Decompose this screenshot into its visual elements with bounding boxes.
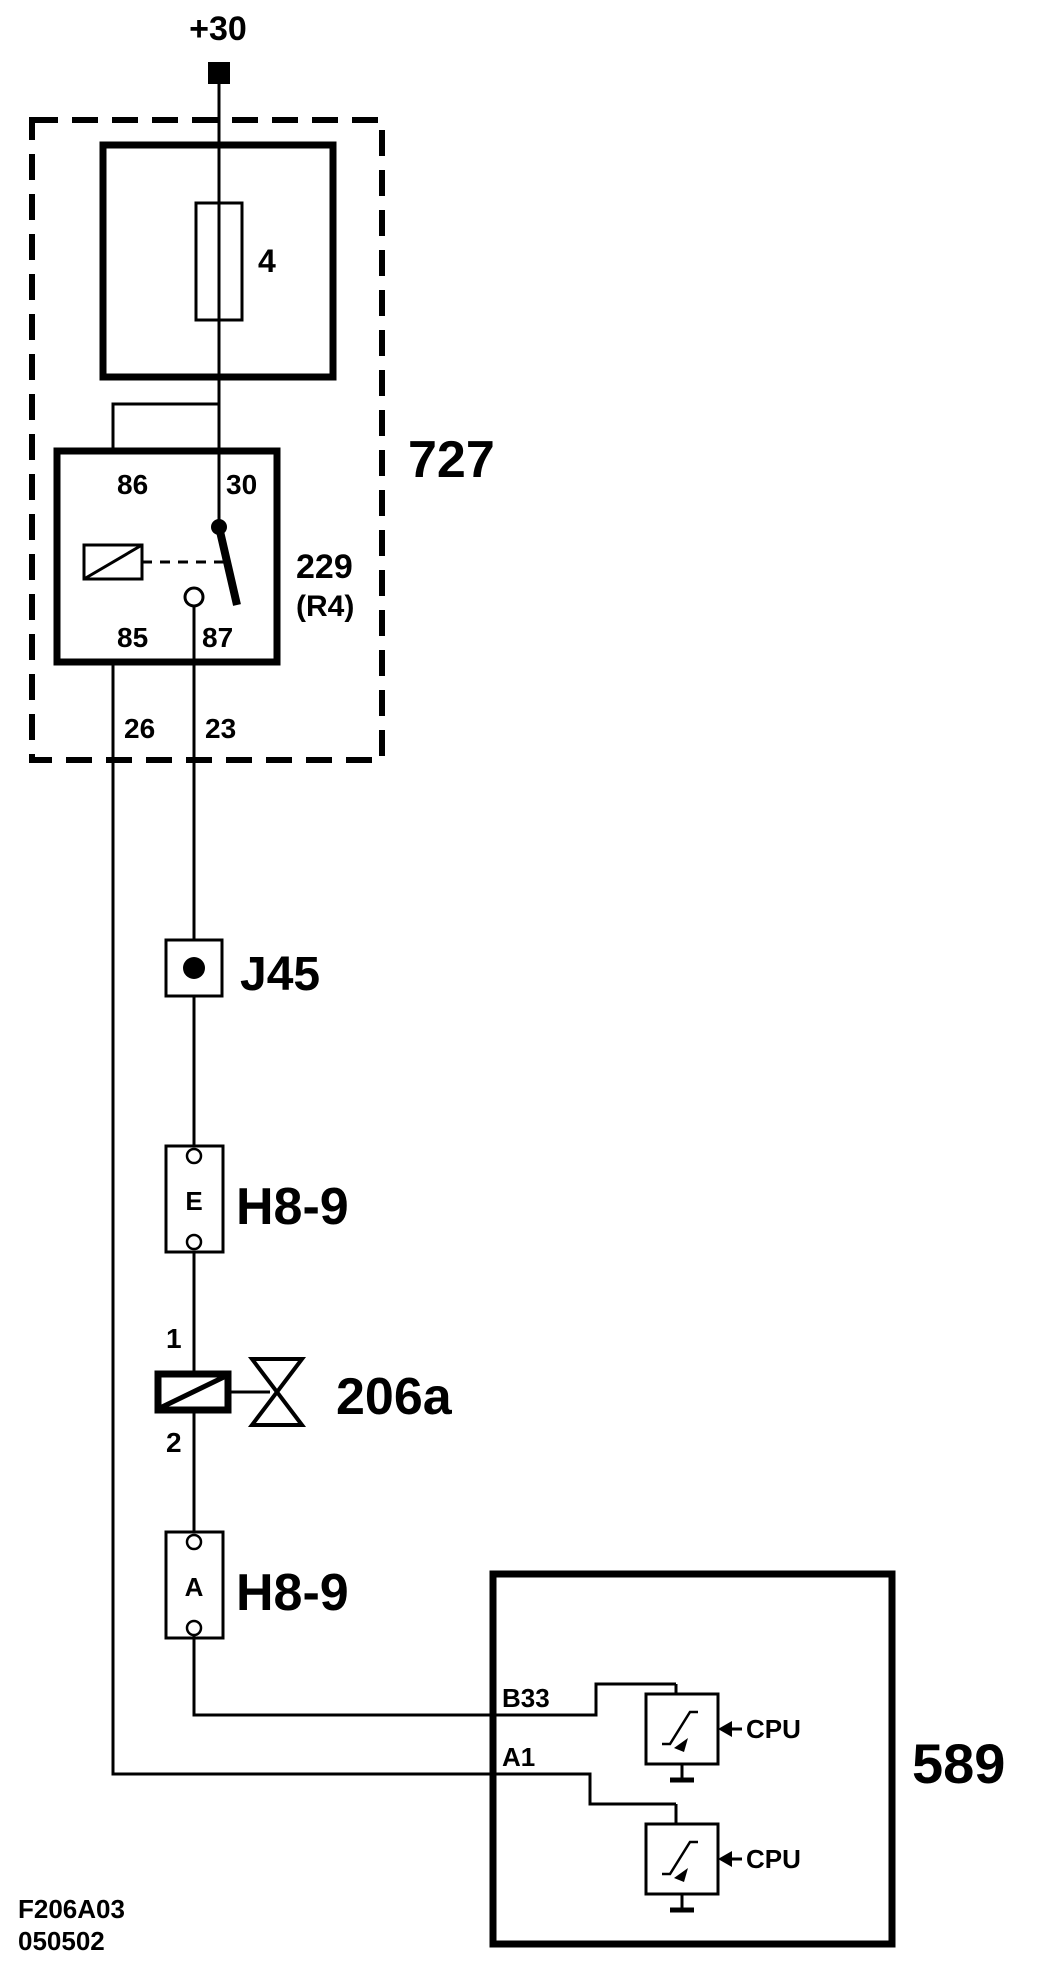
connector-a-letter: A [185,1572,204,1602]
relay-229-box [53,447,281,666]
relay-pin-86: 86 [117,469,148,500]
connector-a-pin-bottom [185,1619,203,1637]
control-unit-589 [489,1570,896,1948]
connector-e-pin-bottom [185,1233,203,1251]
driver-lower-arrow [674,1868,688,1882]
control-unit-label: 589 [912,1732,1005,1795]
connector-e-pin-top [185,1147,203,1165]
relay-sublabel: (R4) [296,590,354,623]
splice-j45-label: J45 [240,948,320,1001]
driver-lower [644,1822,720,1896]
connector-a-label: H8-9 [236,1564,349,1622]
driver-upper-arrow [674,1738,688,1752]
valve-symbol [247,1357,307,1427]
wire-86-feed [111,402,219,452]
driver-lower-symbol [662,1840,698,1876]
footer-code: F206A03 [18,1894,125,1924]
control-unit-pin-a1: A1 [502,1742,535,1772]
driver-lower-cpu-arrow [718,1851,732,1867]
connector-a-pin-top [185,1533,203,1551]
fuse-label: 4 [258,243,276,279]
driver-upper [644,1692,720,1766]
supply-terminal [208,62,230,84]
control-unit-pin-b33: B33 [502,1683,550,1713]
valve-label: 206a [336,1368,453,1426]
relay-pin-30: 30 [226,469,257,500]
relay-label: 229 [296,548,353,586]
driver-upper-cpu-label: CPU [746,1714,801,1744]
valve-pin-2: 2 [166,1427,182,1458]
connector-e-letter: E [185,1186,202,1216]
driver-upper-symbol [662,1710,698,1746]
module-pin-26: 26 [124,713,155,744]
relay-coil-diagonal [83,543,143,581]
valve-solenoid-diagonal [158,1373,228,1411]
relay-contact-87 [183,586,205,608]
valve-pin-1: 1 [166,1323,182,1354]
connector-e-label: H8-9 [236,1178,349,1236]
module-pin-23: 23 [205,713,236,744]
footer-date: 050502 [18,1926,105,1956]
driver-lower-cpu-label: CPU [746,1844,801,1874]
wire-85-to-a1 [111,662,676,1806]
relay-pin-87: 87 [202,622,233,653]
supply-label: +30 [189,10,247,48]
wire-connector-to-b33 [192,1635,676,1717]
relay-pin-85: 85 [117,622,148,653]
driver-upper-cpu-arrow [718,1721,732,1737]
splice-j45-dot [183,957,205,979]
module-727-outline [29,117,385,763]
relay-switch-arm [215,526,241,606]
module-727-label: 727 [408,431,495,489]
